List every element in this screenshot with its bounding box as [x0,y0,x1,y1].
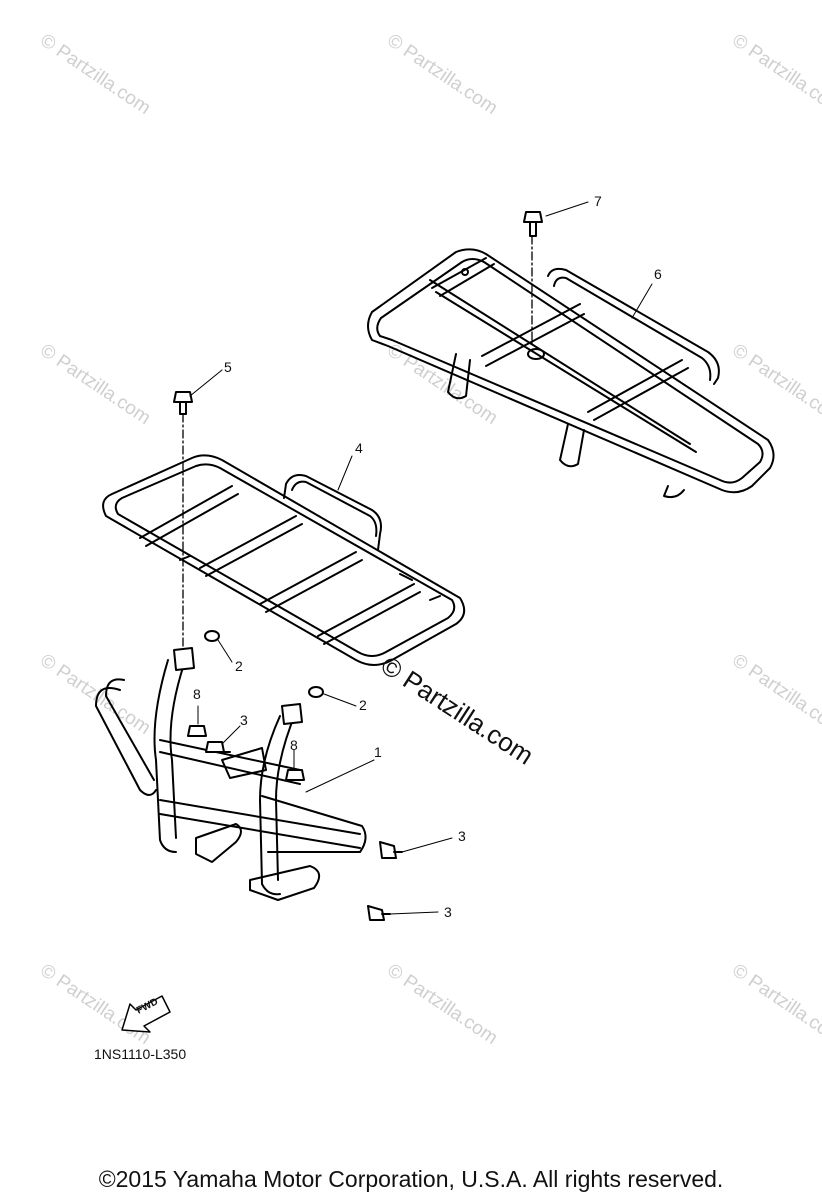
callout-4: 4 [355,440,363,456]
bolt-8 [187,725,207,737]
callout-8: 8 [193,686,201,702]
fwd-arrow-icon [121,995,171,1033]
bolt-3 [367,905,391,921]
callout-5: 5 [224,359,232,375]
bolt-8 [285,769,305,781]
callout-3: 3 [458,828,466,844]
bolt-5 [173,391,193,653]
callout-2: 2 [235,658,243,674]
rear-carrier [367,248,775,499]
callout-8: 8 [290,737,298,753]
bolt-3 [205,741,231,753]
grommet [204,630,220,642]
front-carrier [102,454,466,666]
bolt-7 [523,211,543,345]
grommet [308,686,324,698]
leader-lines [189,201,653,915]
diagram-code: 1NS1110-L350 [94,1046,187,1062]
bolt-3 [379,841,403,859]
front-guard [95,647,367,901]
callout-1: 1 [374,744,382,760]
callout-3: 3 [444,904,452,920]
callout-6: 6 [654,266,662,282]
callout-2: 2 [359,697,367,713]
copyright-notice: ©2015 Yamaha Motor Corporation, U.S.A. A… [98,1166,724,1192]
callout-7: 7 [594,193,602,209]
callout-3: 3 [240,712,248,728]
